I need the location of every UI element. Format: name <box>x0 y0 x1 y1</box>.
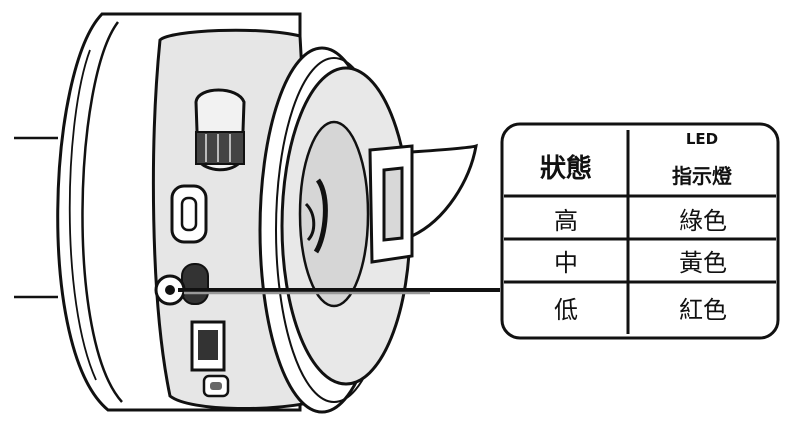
power-switch <box>190 320 230 398</box>
row-color-red: 紅色 <box>679 295 727 324</box>
table-frame <box>500 122 780 340</box>
row-state-low: 低 <box>554 295 578 324</box>
hinge-arm <box>368 143 478 264</box>
row-color-green: 綠色 <box>679 206 727 235</box>
row-state-high: 高 <box>554 206 578 235</box>
led-status-table: 狀態 LED 指示燈 高 綠色 中 黃色 低 紅色 <box>500 122 780 340</box>
headband-stubs <box>14 136 58 299</box>
ear-cushion <box>258 46 412 414</box>
header-state: 狀態 <box>539 153 592 184</box>
row-color-yellow: 黃色 <box>679 248 727 277</box>
usb-c-port <box>170 184 208 244</box>
leader-line <box>178 288 500 295</box>
control-knob <box>194 88 246 172</box>
header-led-line2: 指示燈 <box>672 163 732 188</box>
row-state-medium: 中 <box>554 248 578 277</box>
header-led-line1: LED <box>685 130 719 148</box>
